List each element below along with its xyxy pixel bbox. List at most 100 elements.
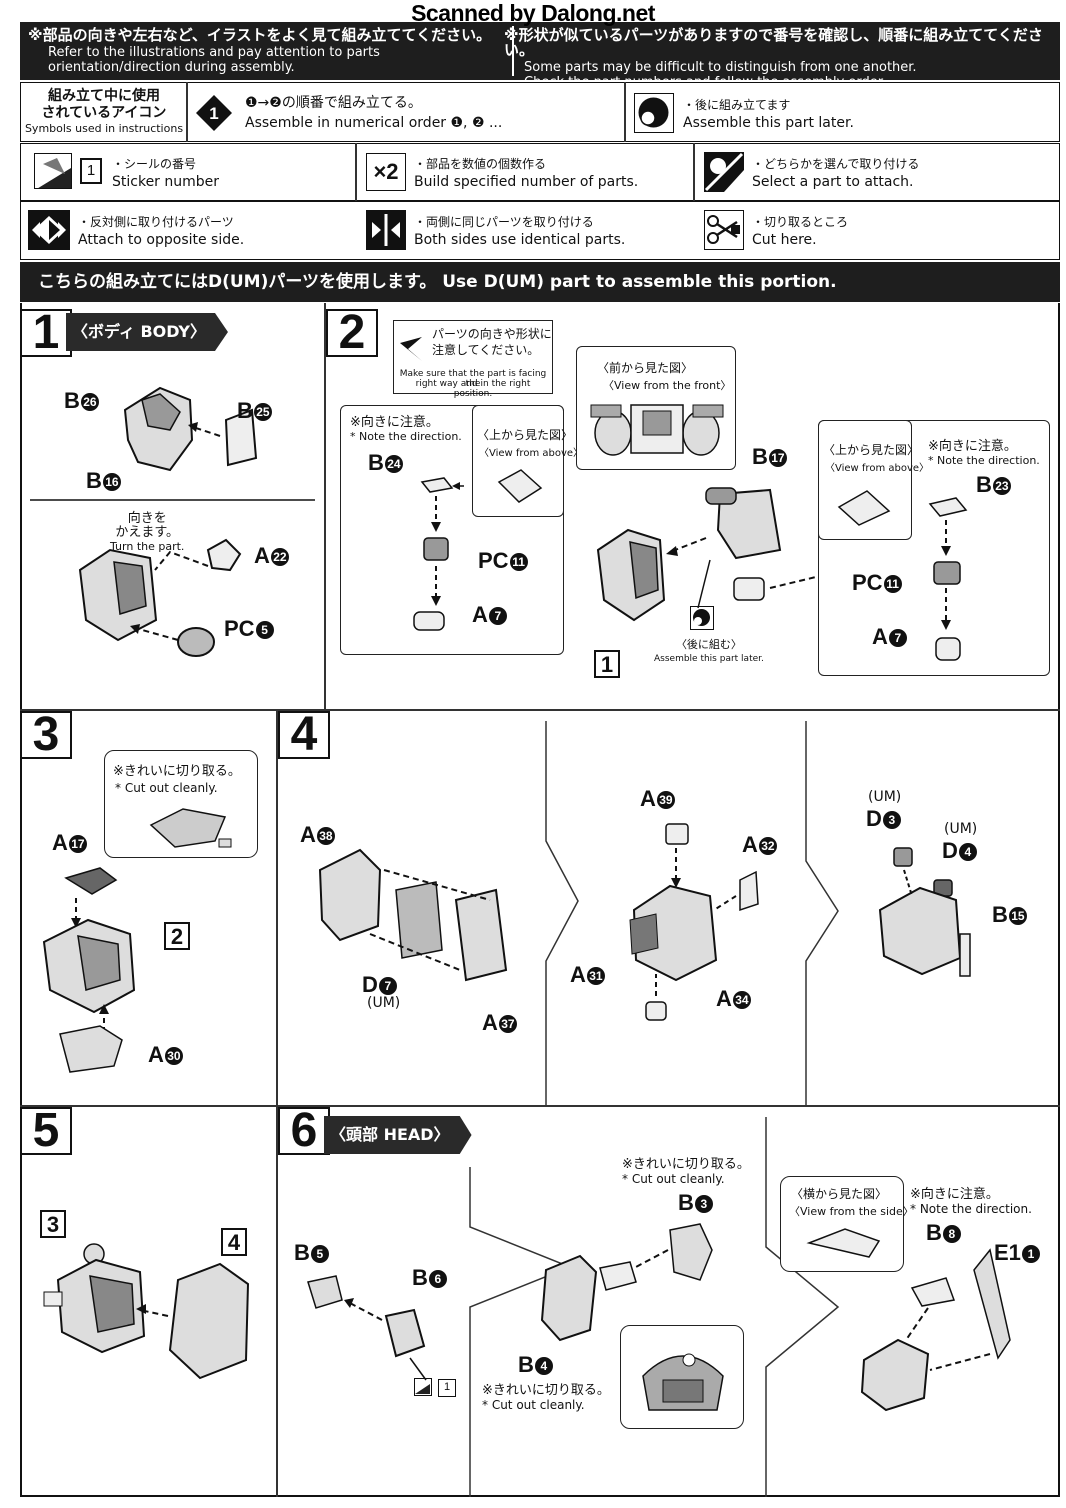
step-1-number: 1 [20, 309, 72, 357]
direction-note-head: ※向きに注意。* Note the direction. [910, 1187, 1032, 1217]
order-jp: ❶→❷の順番で組み立てる。 [245, 95, 422, 111]
grid-line [276, 1107, 278, 1497]
step-1-body-illustration [30, 386, 315, 657]
header-right-en1: Some parts may be difficult to distingui… [524, 60, 917, 75]
step-2-ref-1: 1 [594, 650, 620, 678]
symbols-title-jp2: されているアイコン [41, 105, 167, 121]
step-4-right-illustration [878, 847, 971, 977]
d4-um-label: (UM) [944, 821, 978, 837]
direction-note: ※向きに注意。* Note the direction. [350, 415, 462, 444]
order-icon: 1 [196, 95, 232, 131]
later-note: 〈後に組む〉Assemble this part later. [654, 638, 764, 664]
step-2-number: 2 [326, 309, 378, 357]
step-5-illustration [43, 1243, 250, 1380]
step-6-right-illustration [860, 1248, 1011, 1412]
symbols-title: 組み立て中に使用 されているアイコン Symbols used in instr… [22, 84, 186, 140]
sticker-1: 1 [438, 1379, 456, 1397]
step-5-ref-3: 3 [40, 1210, 66, 1238]
sticker-marker [414, 1378, 432, 1396]
step-6-center-illustration [540, 1223, 713, 1342]
direction-note-2: ※向きに注意。* Note the direction. [928, 439, 1040, 468]
grid-line [20, 709, 1060, 711]
opposite-en: Attach to opposite side. [78, 232, 245, 248]
sticker-en: Sticker number [112, 174, 220, 190]
step-5-number: 5 [20, 1107, 72, 1155]
instruction-header: ※部品の向きや左右など、イラストをよく見て組み立ててください。 Refer to… [20, 22, 1060, 90]
header-right-jp: ※形状が似ているパーツがありますので番号を確認し、順番に組み立ててください。 [504, 26, 1043, 59]
symbols-row-2 [20, 143, 1060, 201]
both-en: Both sides use identical parts. [414, 232, 626, 248]
grid-line [20, 1105, 1060, 1107]
step-2-right-illustration [928, 497, 968, 661]
step-3-ref-2: 2 [164, 922, 190, 950]
step-5-ref-4: 4 [221, 1228, 247, 1256]
divider [186, 82, 188, 142]
step-4-zigzag-lines [545, 721, 839, 1105]
cut-note-bottom: ※きれいに切り取る。* Cut out cleanly. [482, 1383, 610, 1413]
view-from-front-box: 〈前から見た図〉 〈View from the front〉 [576, 346, 736, 470]
orientation-caution-box: パーツの向きや形状に 注意してください。 Make sure that the … [393, 320, 553, 399]
turn-note: 向きをかえます。Turn the part. [110, 511, 185, 554]
sticker-label: ・シールの番号 Sticker number [112, 156, 219, 190]
opposite-label: ・反対側に取り付けるパーツ Attach to opposite side. [78, 214, 244, 248]
sticker-jp: ・シールの番号 [112, 157, 197, 171]
step-6-title: 〈頭部 HEAD〉 [324, 1116, 472, 1154]
view-from-above-box-2: 〈上から見た図〉 〈View from above〉 [818, 420, 929, 540]
symbols-title-en: Symbols used in instructions [24, 122, 184, 135]
order-icon-num: 1 [209, 104, 218, 123]
build-en: Build specified number of parts. [414, 174, 639, 190]
order-label: ❶→❷の順番で組み立てる。 Assemble in numerical orde… [245, 95, 502, 131]
step-4-center-illustration [629, 823, 759, 1021]
symbols-row-3 [20, 201, 1060, 260]
header-left-jp: ※部品の向きや左右など、イラストをよく見て組み立ててください。 [28, 26, 492, 44]
both-label: ・両側に同じパーツを取り付ける Both sides use identical… [414, 214, 625, 248]
steps-frame [20, 303, 1060, 1497]
scan-watermark: Scanned by Dalong.net [411, 0, 655, 26]
cut-cleanly-callout: ※きれいに切り取る。 * Cut out cleanly. [104, 750, 258, 858]
step-6-left-illustration [307, 1275, 427, 1381]
select-part-icon [704, 152, 744, 192]
header-divider [512, 26, 514, 76]
select-en: Select a part to attach. [752, 174, 914, 190]
later-en: Assemble this part later. [683, 115, 854, 131]
grid-line [276, 711, 278, 1107]
head-detail-box [620, 1325, 744, 1429]
select-jp: ・どちらかを選んで取り付ける [752, 157, 920, 171]
grid-line [324, 303, 326, 711]
sticker-number-icon: 1 [80, 158, 102, 184]
cut-here-icon [704, 210, 744, 250]
opposite-side-icon [28, 210, 70, 250]
step-2-left-illustration [413, 477, 464, 631]
both-sides-icon [366, 210, 406, 250]
cut-note-top: ※きれいに切り取る。* Cut out cleanly. [622, 1157, 750, 1187]
build-count-icon: ×2 [366, 153, 406, 191]
cut-jp: ・切り取るところ [752, 215, 849, 229]
step-3-number: 3 [20, 711, 72, 759]
symbols-title-jp1: 組み立て中に使用 [48, 88, 160, 104]
opposite-jp: ・反対側に取り付けるパーツ [78, 215, 234, 229]
divider [624, 82, 626, 142]
